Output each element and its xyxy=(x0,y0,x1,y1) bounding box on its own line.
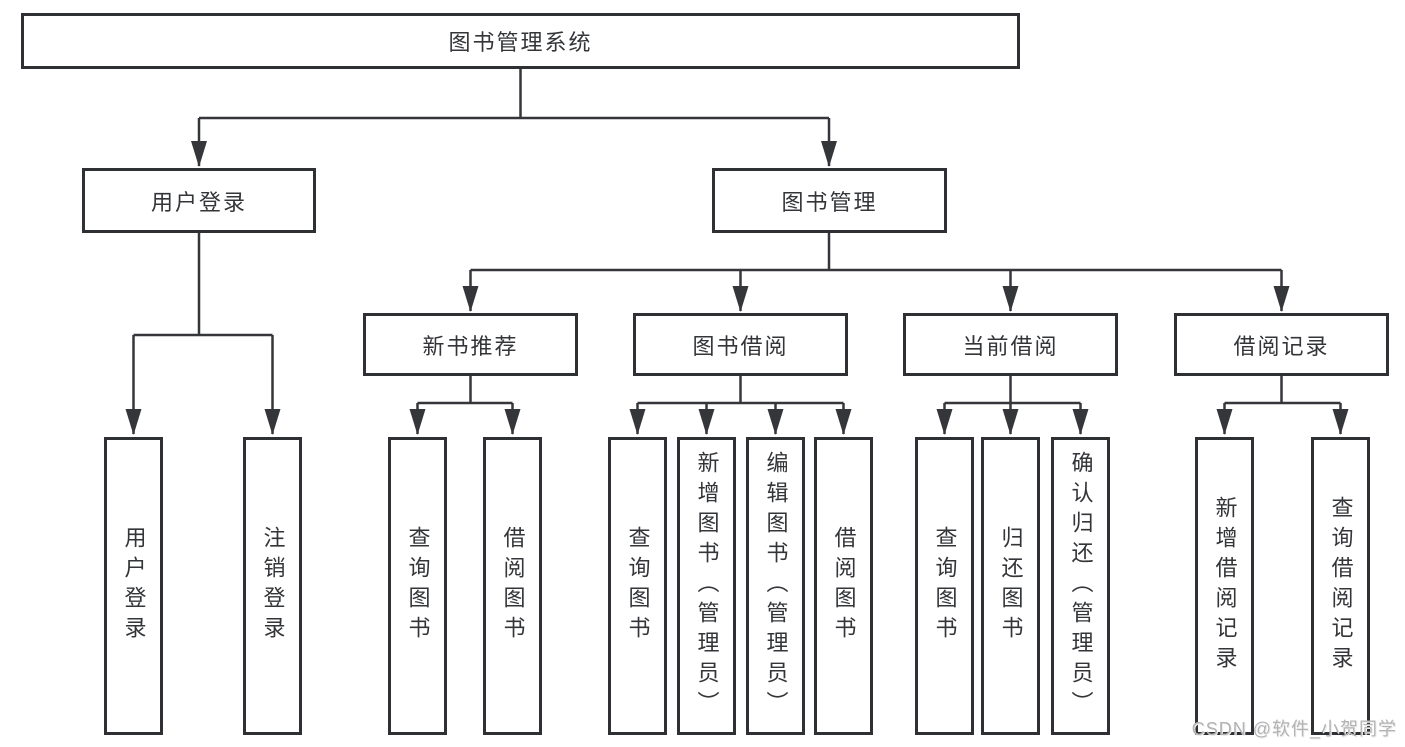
leaf-edit-books-admin: 编辑图书（管理员） xyxy=(746,437,805,735)
leaf-query-books-borrow: 查询图书 xyxy=(608,437,667,735)
leaf-user-login: 用户登录 xyxy=(104,437,163,735)
node-current-borrow: 当前借阅 xyxy=(903,313,1118,376)
node-user-login: 用户登录 xyxy=(82,168,316,233)
leaf-borrow-books-recommend: 借阅图书 xyxy=(483,437,542,735)
leaf-logout: 注销登录 xyxy=(243,437,302,735)
leaf-query-books-recommend: 查询图书 xyxy=(388,437,447,735)
node-root-library-system: 图书管理系统 xyxy=(21,13,1020,69)
leaf-query-books-current: 查询图书 xyxy=(915,437,974,735)
leaf-borrow-books: 借阅图书 xyxy=(814,437,873,735)
csdn-watermark: CSDN @软件_小贺同学 xyxy=(1191,719,1397,739)
leaf-add-books-admin: 新增图书（管理员） xyxy=(677,437,736,735)
node-borrow-records: 借阅记录 xyxy=(1174,313,1389,376)
node-book-management: 图书管理 xyxy=(712,168,947,233)
leaf-return-books: 归还图书 xyxy=(981,437,1040,735)
leaf-query-borrow-record: 查询借阅记录 xyxy=(1311,437,1370,735)
leaf-confirm-return-admin: 确认归还（管理员） xyxy=(1051,437,1110,735)
node-book-borrow: 图书借阅 xyxy=(633,313,848,376)
node-new-book-recommend: 新书推荐 xyxy=(363,313,578,376)
leaf-add-borrow-record: 新增借阅记录 xyxy=(1195,437,1254,735)
